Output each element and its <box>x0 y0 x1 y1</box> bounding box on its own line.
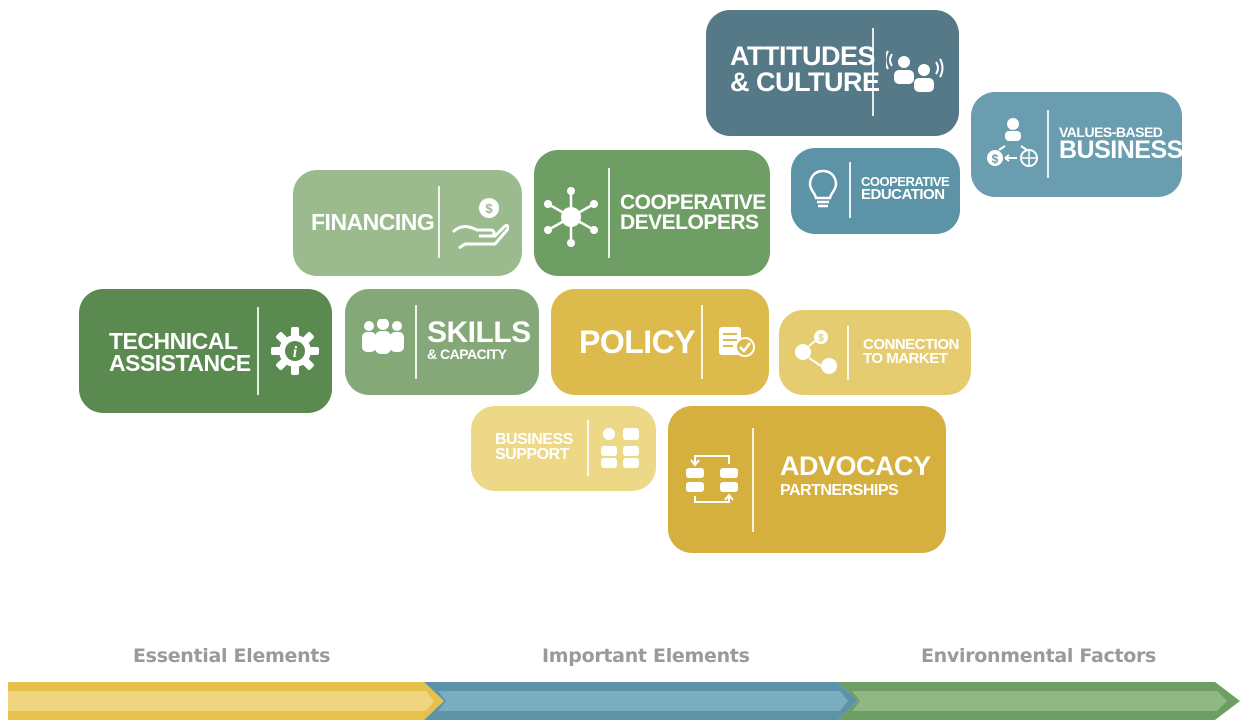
legend-important-elements: Important Elements <box>542 645 750 667</box>
tile-advocacy-partnerships: ADVOCACY PARTNERSHIPS <box>668 406 946 553</box>
tile-policy: POLICY <box>551 289 769 395</box>
tile-advocacy-line1: ADVOCACY <box>780 451 931 481</box>
tile-technical-line2: ASSISTANCE <box>109 349 251 376</box>
tile-cooperative-education: COOPERATIVE EDUCATION <box>791 148 960 234</box>
tile-policy-label: POLICY <box>579 324 696 360</box>
tile-business-support: BUSINESS SUPPORT <box>471 406 656 491</box>
tile-attitudes-line1: ATTITUDES <box>730 41 876 71</box>
tile-financing: FINANCING $ <box>293 170 522 276</box>
people-group-icon <box>359 318 407 360</box>
tile-cooperative-developers: COOPERATIVE DEVELOPERS <box>534 150 770 276</box>
tile-values-based-business: $ VALUES-BASED BUSINESS <box>971 92 1183 197</box>
svg-text:$: $ <box>992 152 999 166</box>
tile-connection-line2: TO MARKET <box>863 350 948 368</box>
market-connection-icon: $ <box>791 328 841 383</box>
hand-coin-icon: $ <box>451 194 510 255</box>
tile-coop-education-line1: COOPERATIVE <box>861 174 950 189</box>
people-communicating-icon <box>884 48 946 103</box>
tile-skills-line1: SKILLS <box>427 316 531 349</box>
tile-values-line1: VALUES-BASED <box>1059 124 1163 140</box>
gear-info-icon: i <box>269 325 321 382</box>
tile-coop-education-line2: EDUCATION <box>861 186 945 204</box>
legend-environmental-factors: Environmental Factors <box>921 645 1157 667</box>
tile-values-line2: BUSINESS <box>1059 136 1183 165</box>
tile-coop-developers-line1: COOPERATIVE <box>620 191 766 214</box>
values-exchange-icon: $ <box>985 116 1041 177</box>
svg-text:$: $ <box>485 201 493 216</box>
tile-advocacy-line2: PARTNERSHIPS <box>780 481 899 499</box>
tile-business-support-line1: BUSINESS <box>495 431 573 448</box>
tile-attitudes-line2: & CULTURE <box>730 66 880 97</box>
tile-connection-to-market: $ CONNECTION TO MARKET <box>779 310 971 395</box>
tile-technical-line1: TECHNICAL <box>109 328 238 354</box>
tile-financing-label: FINANCING <box>311 209 435 235</box>
legend-essential-elements: Essential Elements <box>133 645 331 667</box>
legend-band <box>8 682 1240 720</box>
lightbulb-icon <box>807 168 839 217</box>
svg-text:$: $ <box>818 333 824 344</box>
tile-business-support-line2: SUPPORT <box>495 446 569 464</box>
tile-skills-line2: & CAPACITY <box>427 345 507 362</box>
svg-text:i: i <box>293 344 298 361</box>
tile-attitudes-culture: ATTITUDES & CULTURE <box>706 10 959 136</box>
tile-skills-capacity: SKILLS & CAPACITY <box>345 289 539 395</box>
document-check-icon <box>715 323 757 366</box>
tile-technical-assistance: TECHNICAL ASSISTANCE i <box>79 289 332 413</box>
tile-coop-developers-line2: DEVELOPERS <box>620 210 759 234</box>
exchange-cycle-icon <box>682 450 742 511</box>
tile-connection-line1: CONNECTION <box>863 336 959 353</box>
workflow-icon <box>599 424 645 475</box>
network-hub-icon <box>540 186 602 253</box>
